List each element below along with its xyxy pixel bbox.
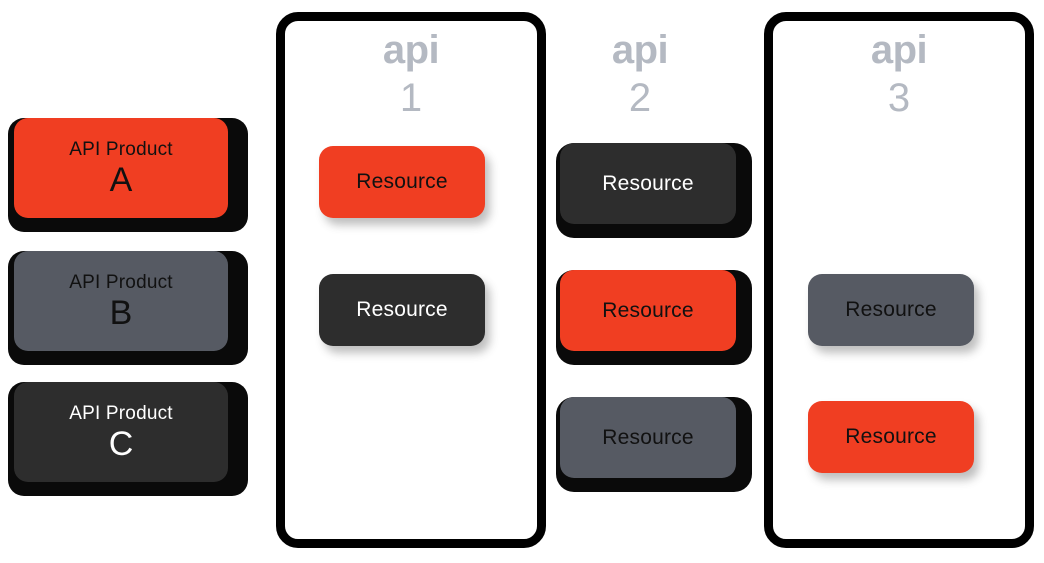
api-1-resource-2-label: Resource [356, 298, 448, 321]
api-1-resource-1[interactable]: Resource [319, 146, 485, 218]
api-1-label-word: api [382, 28, 440, 72]
api-2-resource-3[interactable]: Resource [556, 397, 752, 492]
api-2-resource-2[interactable]: Resource [556, 270, 752, 365]
api-2-resource-3-label: Resource [602, 425, 694, 449]
api-1-resource-2[interactable]: Resource [319, 274, 485, 346]
api-2-resource-1-label: Resource [602, 171, 694, 195]
api-3-label-word: api [870, 28, 928, 72]
product-c-letter: C [108, 425, 134, 463]
product-a-title: API Product [69, 139, 173, 160]
product-b-letter: B [109, 294, 133, 332]
api-3-resource-2-label: Resource [845, 425, 937, 448]
product-c-title: API Product [69, 403, 173, 424]
api-2-resource-1-card[interactable]: Resource [560, 143, 736, 224]
api-2-resource-1[interactable]: Resource [556, 143, 752, 238]
api-1-label-number: 1 [399, 76, 423, 120]
api-3-resource-2[interactable]: Resource [808, 401, 974, 473]
api-2-resource-3-card[interactable]: Resource [560, 397, 736, 478]
api-2-resource-2-card[interactable]: Resource [560, 270, 736, 351]
api-2-resource-2-label: Resource [602, 298, 694, 322]
api-2-label-number: 2 [628, 76, 652, 120]
product-a-letter: A [109, 161, 133, 199]
api-2-label-word: api [611, 28, 669, 72]
api-3-resource-1-label: Resource [845, 298, 937, 321]
api-1-resource-1-label: Resource [356, 170, 448, 193]
api-3-label-number: 3 [887, 76, 911, 120]
api-3-resource-1[interactable]: Resource [808, 274, 974, 346]
product-b-title: API Product [69, 272, 173, 293]
